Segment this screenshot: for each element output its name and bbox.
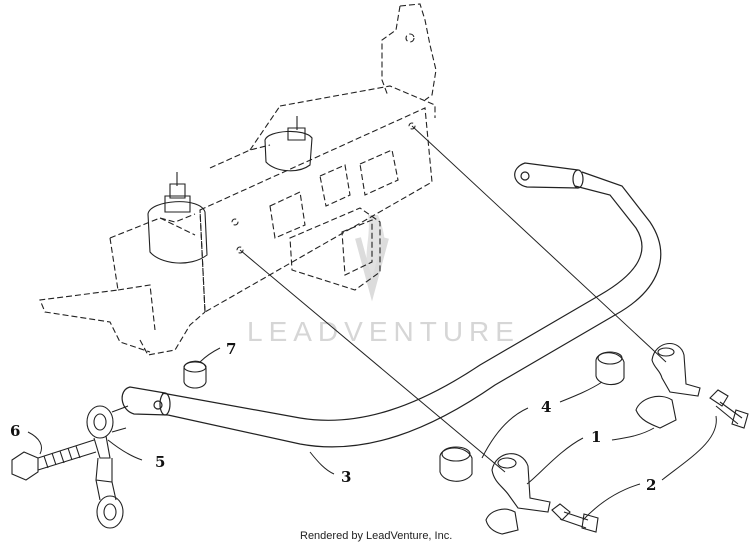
footer-credit: Rendered by LeadVenture, Inc.	[300, 530, 452, 542]
leader-lines	[239, 125, 667, 473]
callout-labels: 1 2 3 4 5 6 7	[10, 340, 656, 494]
bolts	[11, 389, 749, 533]
watermark-text: LEADVENTURE	[247, 316, 520, 347]
sway-bar	[121, 162, 662, 448]
chassis-frame	[39, 3, 437, 356]
end-link	[86, 405, 129, 529]
callout-7: 7	[226, 340, 236, 358]
callout-3: 3	[341, 468, 351, 486]
callout-leaders	[27, 347, 717, 521]
callout-4: 4	[541, 398, 551, 416]
bushings	[183, 351, 625, 482]
callout-6: 6	[10, 422, 20, 440]
engine-mounts	[147, 116, 313, 264]
callout-1: 1	[591, 428, 601, 446]
clamps	[485, 343, 701, 535]
callout-2: 2	[646, 476, 656, 494]
callout-5: 5	[155, 453, 165, 471]
leadventure-watermark: LEADVENTURE	[247, 215, 520, 347]
